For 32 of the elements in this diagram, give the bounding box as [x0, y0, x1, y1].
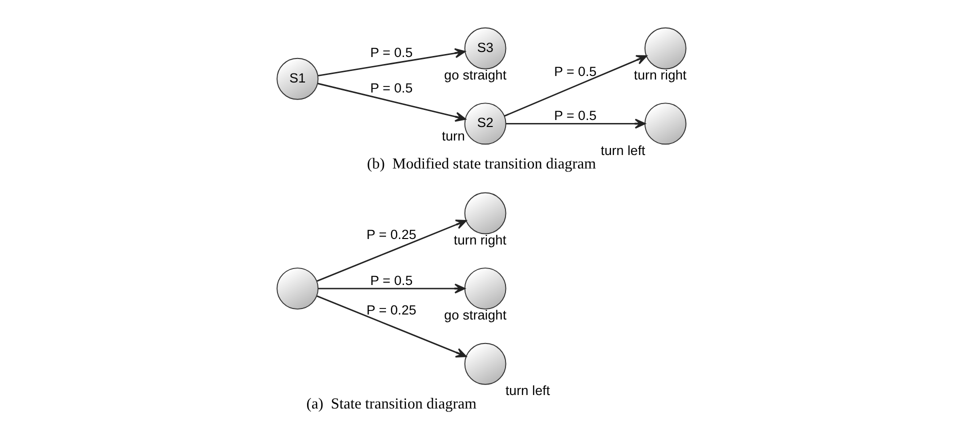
- arrow: [504, 55, 647, 117]
- node-circle: [464, 192, 506, 234]
- edge-label: P = 0.25: [366, 302, 416, 318]
- edge-label: P = 0.5: [370, 272, 412, 288]
- arrow: [317, 48, 466, 76]
- edge-label: P = 0.5: [554, 108, 596, 124]
- node-circle: [644, 102, 686, 145]
- edge-label: P = 0.5: [554, 64, 596, 80]
- node-label: turn left: [505, 383, 550, 398]
- arrow: [317, 82, 466, 122]
- arrow: [316, 220, 466, 282]
- edge-label: P = 0.5: [370, 45, 412, 60]
- node-circle: S2: [464, 102, 506, 145]
- node-circle: [276, 268, 318, 310]
- node-label: turn right: [633, 68, 686, 83]
- edge-label: P = 0.5: [370, 80, 412, 96]
- node-circle: [644, 27, 686, 70]
- node-label: turn right: [453, 232, 506, 248]
- node-label: go straight: [444, 308, 506, 323]
- node-circle: S3: [464, 27, 506, 70]
- node-label: turn: [441, 128, 464, 144]
- node-label: turn left: [600, 142, 645, 158]
- label: (b) Modified state transition diagram: [366, 155, 596, 172]
- arrow: [316, 295, 466, 358]
- edge-label: P = 0.25: [366, 227, 416, 242]
- arrow: [318, 284, 465, 294]
- label: (a) State transition diagram: [306, 395, 476, 412]
- node-circle: [464, 342, 506, 385]
- node-circle: [464, 268, 506, 310]
- node-circle: S1: [276, 58, 318, 100]
- arrow: [506, 118, 646, 129]
- node-label: go straight: [444, 68, 506, 83]
